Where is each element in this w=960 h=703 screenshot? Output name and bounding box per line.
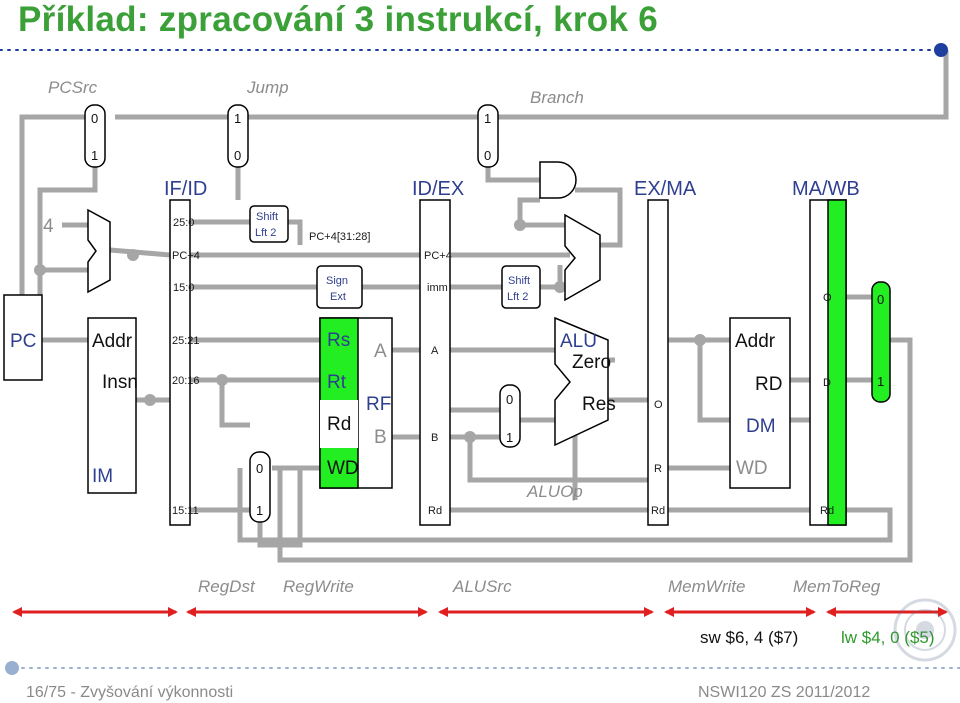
instruction-lw: lw $4, 0 ($5) [841,628,935,647]
constant-four: 4 [43,216,54,237]
alusrc-mux-0: 0 [506,392,513,407]
bottom-rule [5,661,960,675]
if-id-20-16: 20:16 [172,375,200,387]
pc-adder [87,208,111,294]
signal-branch: Branch [530,88,584,107]
regdst-mux-0: 0 [256,461,263,476]
if-id-25-0: 25:0 [173,217,194,229]
alu-res-label: Res [582,394,616,415]
id-ex-register [419,199,451,526]
wires [19,50,949,563]
signal-memtoreg: MemToReg [793,577,881,596]
signal-regwrite: RegWrite [283,577,354,596]
rf-b-label: B [374,427,387,448]
id-ex-a: A [431,345,439,357]
pc-label: PC [10,331,36,352]
rf-rs-label: Rs [327,330,350,351]
alu-name-label: ALU [560,331,597,352]
rf-wd-label: WD [327,458,359,479]
rf-rt-label: Rt [327,372,347,393]
signal-pcsrc: PCSrc [48,78,98,97]
stage-id-ex: ID/EX [412,178,464,200]
shift-left-jump-line1: Shift [256,211,278,223]
ex-ma-rd: Rd [651,505,665,517]
jump-mux [227,104,249,168]
branch-mux-1: 1 [484,111,491,126]
pcsrc-mux-1: 1 [91,148,98,163]
signal-jump: Jump [246,78,289,97]
shift-left-jump [249,205,289,243]
branch-and-gate [539,161,577,199]
sign-ext-line1: Sign [326,275,348,287]
dm-wd-label: WD [736,458,768,479]
if-id-15-0: 15:0 [173,282,194,294]
im-addr-label: Addr [92,331,133,352]
instruction-sw: sw $6, 4 ($7) [700,628,798,647]
alusrc-mux-1: 1 [506,430,513,445]
ma-wb-o: O [823,292,832,304]
id-ex-pc4: PC+4 [424,250,452,262]
stage-if-id: IF/ID [164,178,207,200]
id-ex-rd: Rd [428,505,442,517]
data-memory [729,317,791,489]
shift-left-jump-line2: Lft 2 [255,227,276,239]
if-id-register [169,199,191,526]
shift-left-branch [501,265,541,309]
sign-ext-line2: Ext [330,291,346,303]
dm-rd-label: RD [755,374,782,395]
wire-junctions [34,219,706,443]
memtoreg-mux-0: 0 [877,292,884,307]
ex-ma-r: R [654,463,662,475]
signal-aluop: ALUOp [526,482,583,501]
rf-a-label: A [374,341,387,362]
ma-wb-rd: Rd [820,505,834,517]
footer-page-info: 16/75 - Zvyšování výkonnosti [26,684,233,701]
dm-addr-label: Addr [735,331,776,352]
dm-name-label: DM [746,416,776,437]
id-ex-imm: imm [427,282,448,294]
alu-zero-label: Zero [572,352,611,373]
branch-adder [564,213,601,302]
ex-ma-register [647,199,669,526]
regdst-mux [249,451,271,523]
pcsrc-mux-0: 0 [91,111,98,126]
if-id-15-11: 15:11 [172,505,199,517]
rf-rd-label: Rd [327,414,351,435]
pc-register [3,294,43,381]
slide-title: Příklad: zpracování 3 instrukcí, krok 6 [18,0,659,39]
university-seal [893,598,957,662]
signal-alusrc: ALUSrc [452,577,512,596]
alusrc-mux [499,384,521,448]
if-id-25-21: 25:21 [172,335,200,347]
pc-upper-bits: PC+4[31:28] [309,231,370,243]
id-ex-b: B [431,432,438,444]
im-insn-label: Insn [102,372,138,393]
branch-mux-0: 0 [484,148,491,163]
ma-wb-d: D [823,377,831,389]
ex-ma-o: O [654,399,663,411]
signal-memwrite: MemWrite [668,577,745,596]
stage-ma-wb: MA/WB [792,178,860,200]
footer-course: NSWI120 ZS 2011/2012 [698,684,870,701]
instruction-memory [87,317,137,494]
memtoreg-mux [871,281,891,403]
memtoreg-mux-1: 1 [877,374,884,389]
jump-mux-1: 1 [234,111,241,126]
sign-extend [316,265,363,309]
if-id-pc4: PC+4 [172,250,200,262]
shift-left-branch-line1: Shift [508,275,530,287]
top-rule [0,43,948,57]
signal-regdst: RegDst [198,577,256,596]
jump-mux-0: 0 [234,148,241,163]
pcsrc-mux [84,104,106,168]
branch-mux [477,104,499,168]
regdst-mux-1: 1 [256,503,263,518]
alu [554,316,609,447]
im-name-label: IM [92,466,113,487]
stage-ex-ma: EX/MA [634,178,697,200]
rf-name-label: RF [366,394,391,415]
ma-wb-active-bar [827,199,847,526]
shift-left-branch-line2: Lft 2 [507,291,528,303]
